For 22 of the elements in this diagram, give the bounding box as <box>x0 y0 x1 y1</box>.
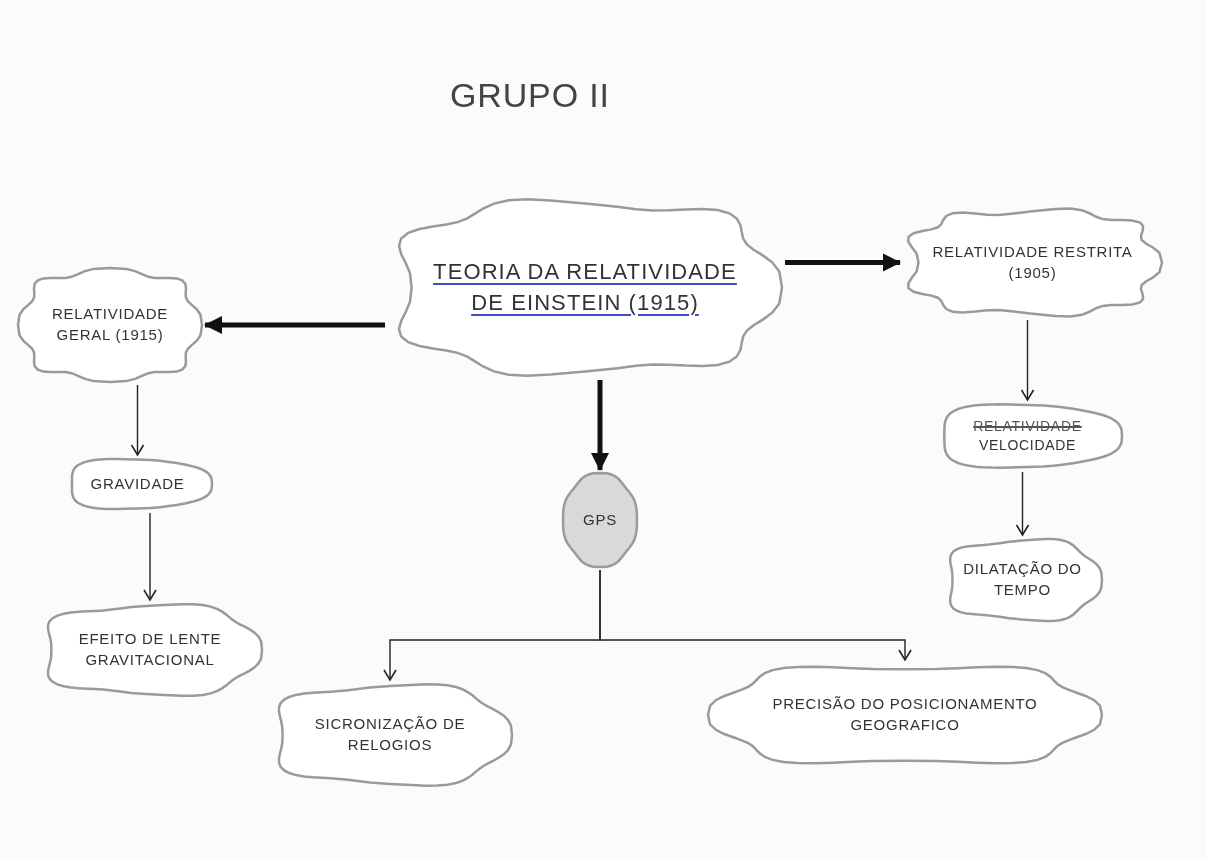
node-label: SICRONIZAÇÃO DE RELOGIOS <box>313 714 467 755</box>
node-label: GPS <box>583 509 617 530</box>
cloud-node <box>15 265 205 385</box>
node-label: RELATIVIDADE <box>973 416 1082 436</box>
title: GRUPO II <box>450 75 610 116</box>
node-label: EFEITO DE LENTE GRAVITACIONAL <box>77 629 223 670</box>
node-label: TEORIA DA RELATIVIDADE DE EINSTEIN (1915) <box>433 258 737 317</box>
arrow <box>204 316 385 334</box>
node-label: VELOCIDADE <box>978 436 1077 455</box>
arrow <box>130 384 145 456</box>
arrow <box>143 512 157 601</box>
node-label: GRAVIDADE <box>90 473 185 494</box>
arrow <box>591 380 609 471</box>
node-label: PRECISÃO DO POSICIONAMENTO GEOGRAFICO <box>771 694 1039 735</box>
node-label: RELATIVIDADE RESTRITA (1905) <box>931 241 1134 283</box>
node-label: RELATIVIDADE GERAL (1915) <box>50 304 170 345</box>
node-label: DILATAÇÃO DO TEMPO <box>962 559 1083 600</box>
arrow <box>599 569 912 661</box>
arrow <box>785 253 901 272</box>
arrow <box>1015 471 1030 536</box>
gps-blob <box>560 470 640 570</box>
arrow <box>1020 319 1035 401</box>
